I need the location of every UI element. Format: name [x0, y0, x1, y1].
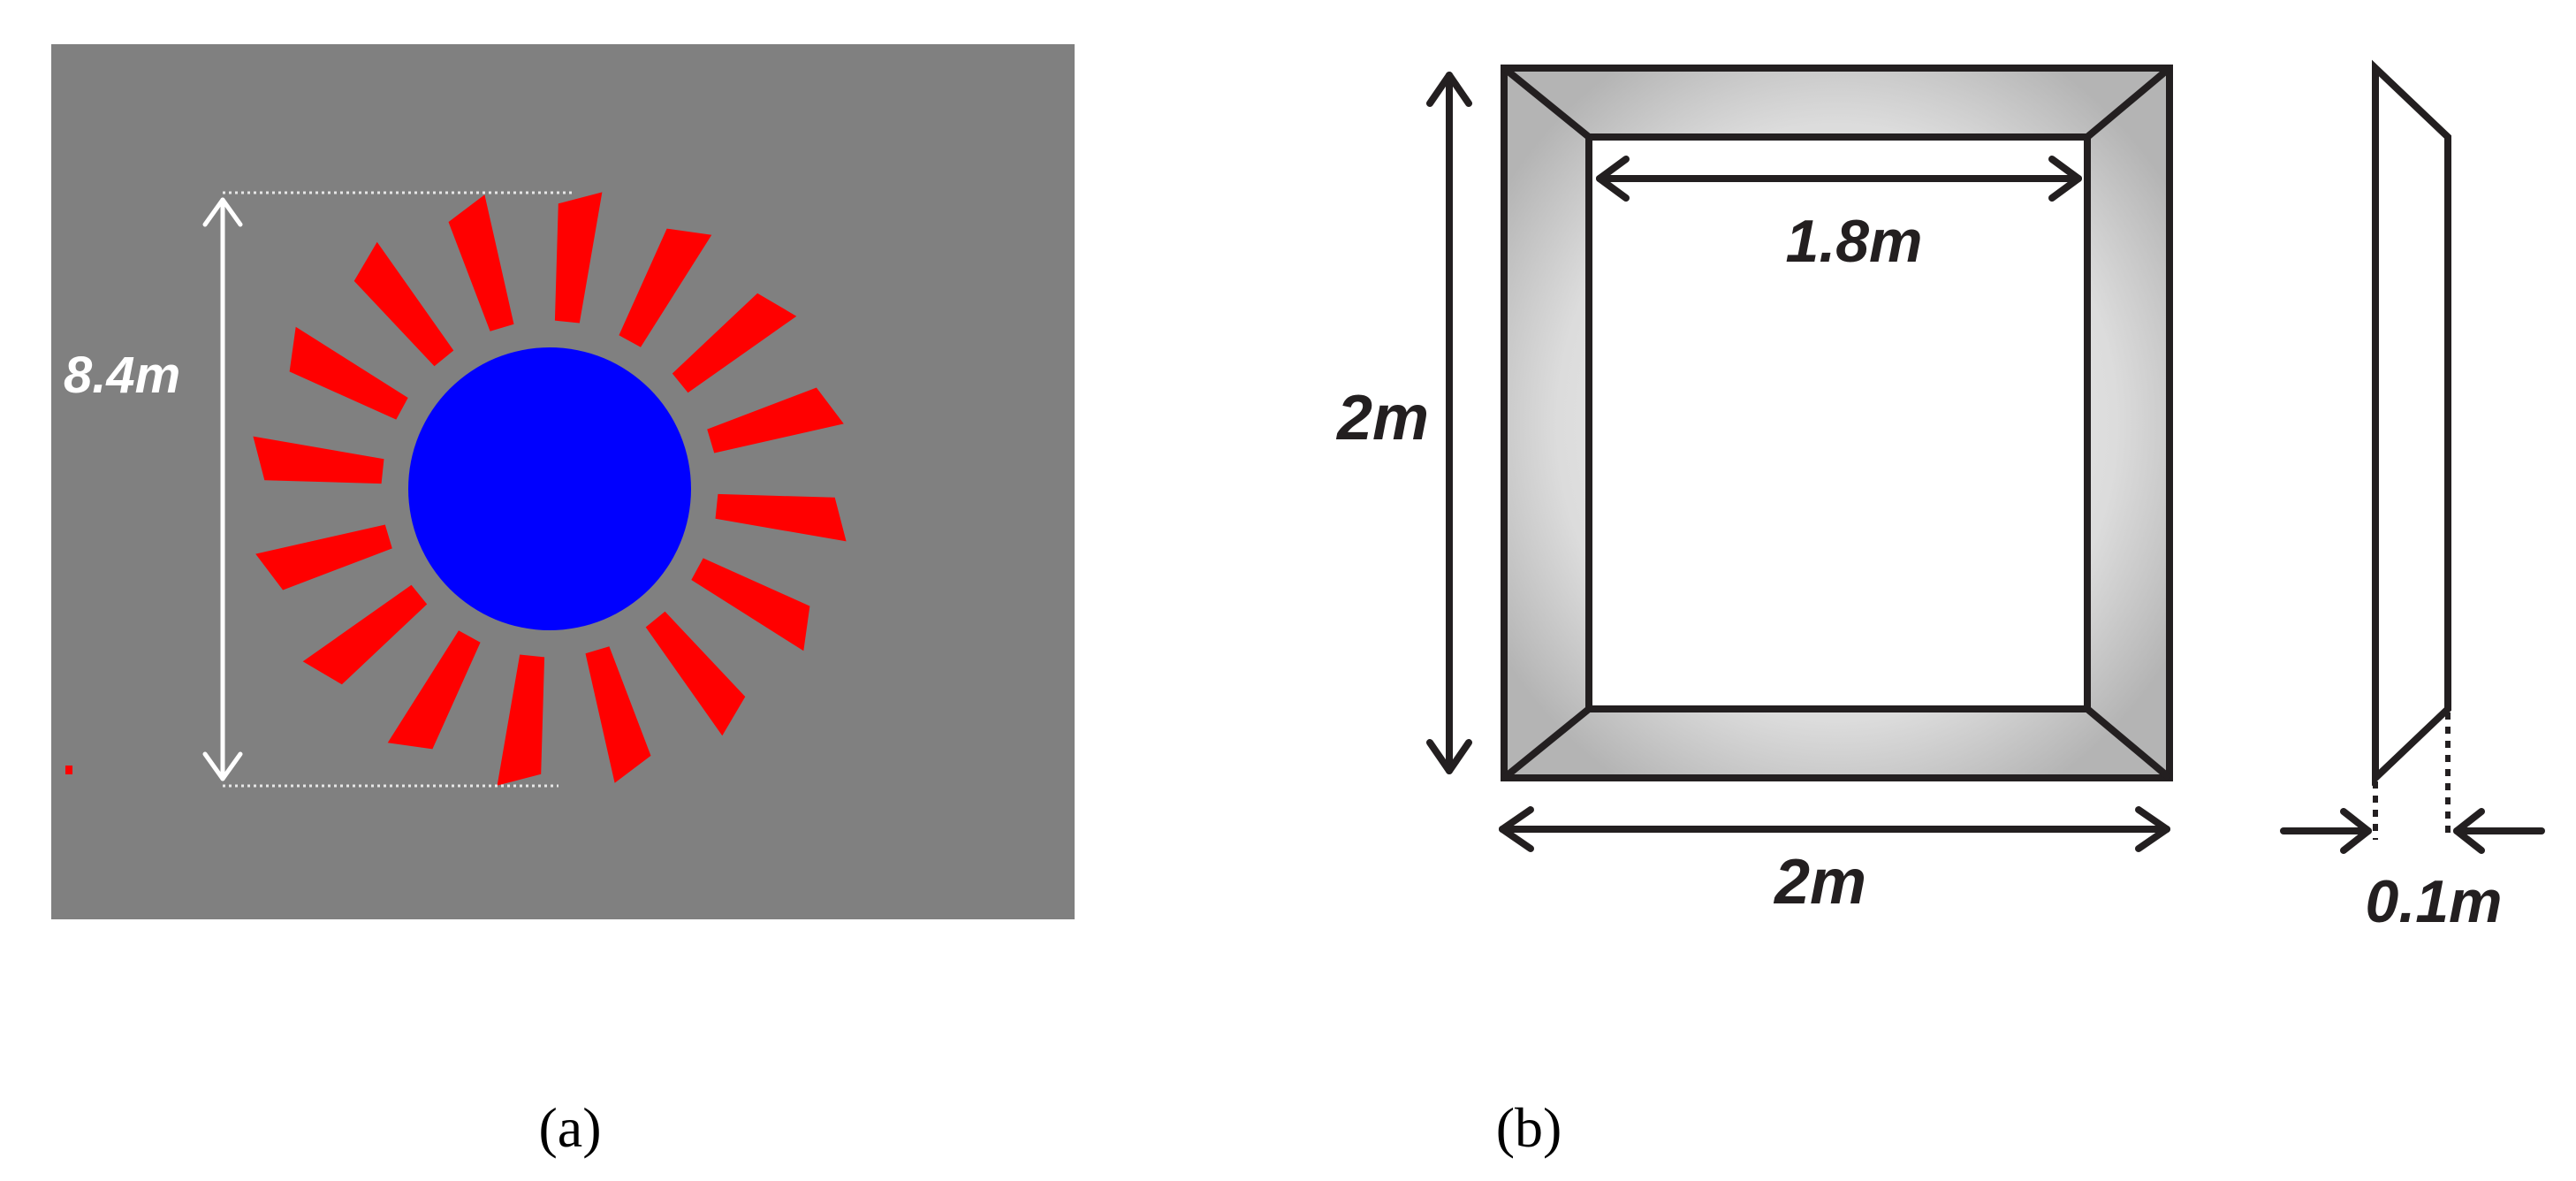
height-dimension-arrow: [202, 197, 243, 781]
thickness-label: 0.1m: [2366, 868, 2503, 935]
blade: [691, 558, 810, 651]
panel-b: 1.8m 2m 2m 0.1m (b): [1335, 59, 2545, 1159]
height-dimension-label: 8.4m: [64, 347, 180, 404]
frame-front-view: [1501, 65, 2173, 781]
blade: [253, 436, 384, 484]
caption-b: (b): [1496, 1096, 1562, 1159]
blade: [302, 584, 428, 685]
inner-width-arrow: [1596, 156, 2082, 202]
blade: [585, 646, 651, 783]
blade: [353, 241, 454, 367]
blade: [387, 630, 481, 750]
frame-border: [1504, 68, 2169, 778]
center-disk: [408, 347, 691, 630]
red-speck: [65, 766, 72, 774]
blade: [619, 228, 712, 347]
frame-width-arrow: [1499, 806, 2170, 852]
blade: [255, 524, 392, 590]
frame-outline: [1501, 65, 2173, 781]
caption-a: (a): [538, 1096, 601, 1159]
frame-opening: [1585, 133, 2091, 712]
blade: [707, 387, 844, 453]
blade: [448, 194, 514, 331]
panel-a: 8.4m (a): [51, 44, 1075, 1159]
blade: [497, 654, 545, 786]
frame-width-label: 2m: [1773, 847, 1866, 918]
blade: [715, 493, 847, 542]
frame-miter-lines: [1501, 65, 2172, 781]
thickness-extension-lines: [2373, 712, 2451, 840]
frame-height-label: 2m: [1335, 383, 1429, 453]
inner-width-label: 1.8m: [1786, 208, 1923, 275]
frame-side-view: [2372, 59, 2451, 787]
frame-height-arrow: [1426, 72, 1472, 774]
blade: [672, 293, 797, 393]
thickness-arrows: [2280, 808, 2545, 854]
blade: [645, 611, 746, 736]
blade: [289, 326, 408, 420]
blade: [554, 192, 603, 324]
blade-group: [253, 192, 847, 786]
